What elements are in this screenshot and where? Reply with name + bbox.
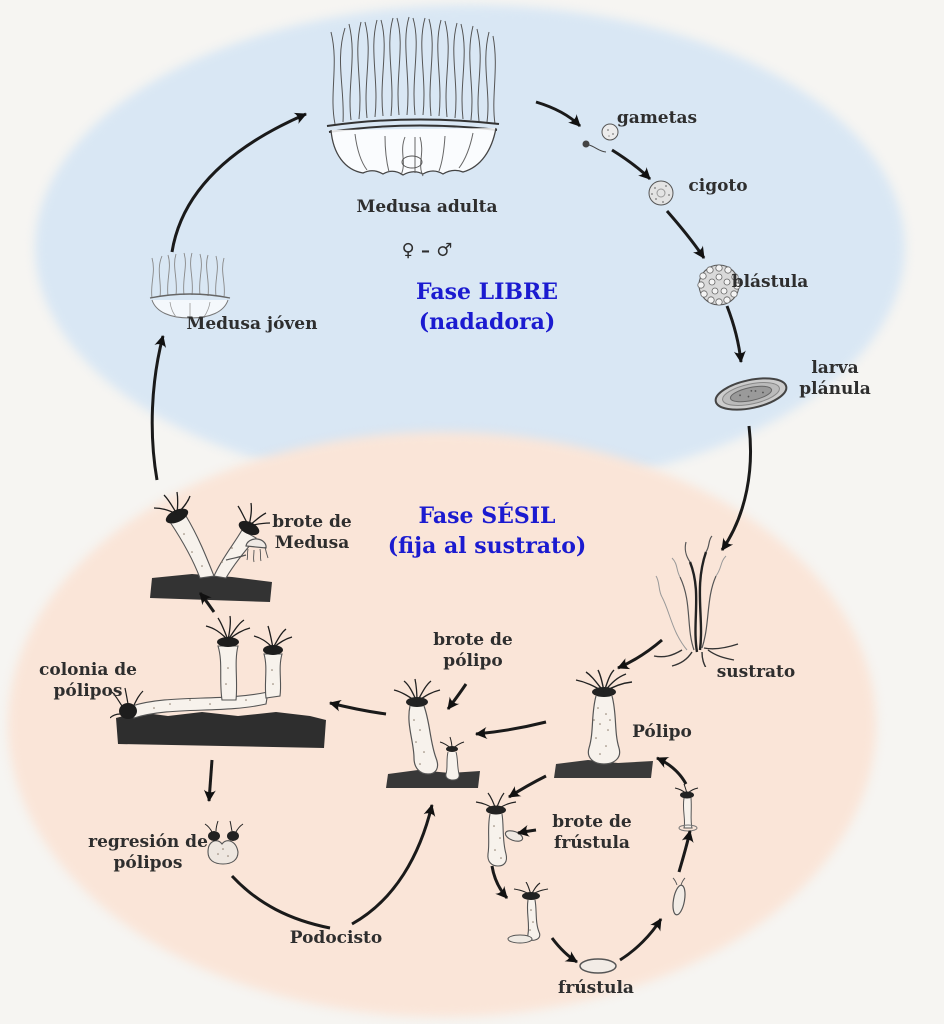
sustrato-illustration bbox=[653, 535, 739, 667]
phase-sesil-subtitle: (fija al sustrato) bbox=[387, 532, 587, 559]
brote-de-medusa-illustration bbox=[150, 491, 272, 602]
regresion-de-polipos-illustration bbox=[204, 820, 244, 865]
phase-libre-subtitle: (nadadora) bbox=[418, 308, 556, 335]
larva-planula-illustration bbox=[714, 377, 788, 411]
phase-sesil-heading: Fase SÉSIL (fija al sustrato) bbox=[388, 502, 587, 561]
medusa-adulta-block: Medusa adulta ♀ – ♂ bbox=[357, 176, 498, 284]
medusa-adulta-sexes-label: ♀ – ♂ bbox=[401, 239, 453, 261]
gametas-label: gametas bbox=[616, 108, 698, 128]
cycle-polyp-right-illustration bbox=[672, 877, 686, 916]
medusa-joven-label: Medusa jóven bbox=[186, 314, 318, 334]
medusa-joven-illustration bbox=[149, 252, 231, 319]
podocisto-label: Podocisto bbox=[289, 928, 383, 948]
phase-libre-title: Fase LIBRE bbox=[415, 279, 559, 305]
gametas-illustration bbox=[582, 123, 619, 153]
frustula-illustration bbox=[579, 958, 617, 974]
cycle-polyp-bottom-illustration bbox=[507, 882, 549, 944]
blastula-illustration bbox=[697, 264, 741, 306]
regresion-de-polipos-label: regresión de pólipos bbox=[88, 832, 208, 874]
frustula-label: frústula bbox=[558, 978, 634, 998]
polipo-illustration bbox=[554, 669, 653, 778]
brote-de-polipo-illustration bbox=[386, 678, 480, 788]
phase-sesil-title: Fase SÉSIL bbox=[418, 503, 556, 529]
sustrato-label: sustrato bbox=[716, 662, 796, 682]
colonia-de-polipos-label: colonia de pólipos bbox=[39, 660, 137, 702]
cigoto-label: cigoto bbox=[688, 176, 748, 196]
blastula-label: blástula bbox=[731, 272, 809, 292]
medusa-adulta-illustration bbox=[326, 16, 500, 177]
cycle-polyp-top-illustration bbox=[674, 784, 699, 832]
polipo-label: Pólipo bbox=[632, 722, 692, 742]
brote-de-frustula-illustration bbox=[475, 792, 524, 867]
phase-libre-heading: Fase LIBRE (nadadora) bbox=[416, 278, 558, 337]
larva-planula-label: larva plánula bbox=[799, 358, 871, 400]
brote-de-polipo-label: brote de pólipo bbox=[433, 630, 513, 672]
medusa-adulta-label: Medusa adulta bbox=[356, 197, 498, 218]
colonia-de-polipos-illustration bbox=[110, 615, 326, 748]
brote-de-medusa-label: brote de Medusa bbox=[272, 512, 352, 554]
brote-de-frustula-label: brote de frústula bbox=[552, 812, 632, 854]
cigoto-illustration bbox=[648, 180, 674, 206]
